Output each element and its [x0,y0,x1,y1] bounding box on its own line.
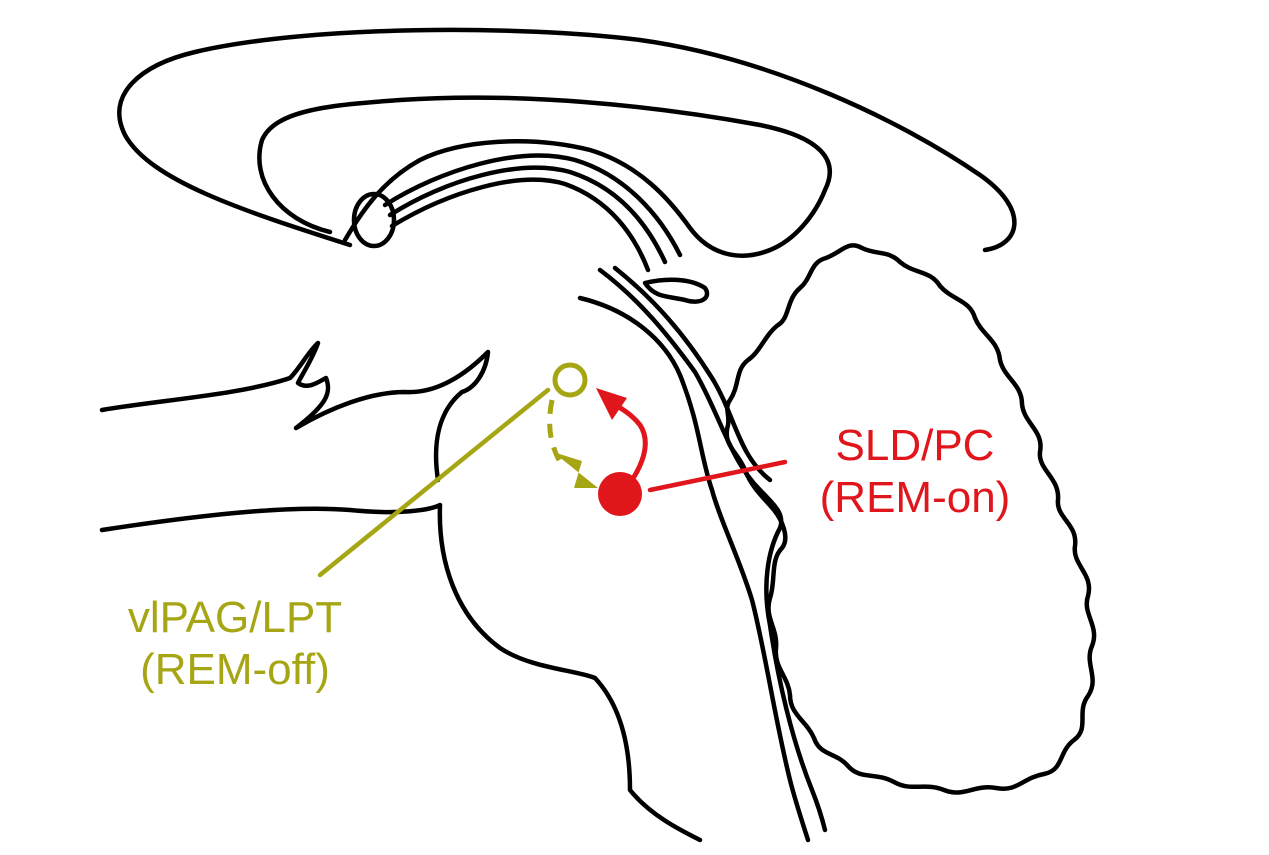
anterior-commissure [351,191,397,249]
fourth-ventricle-line-1 [597,267,828,833]
rem-off-pointer-line [317,387,551,578]
fourth-ventricle-line-2 [612,265,773,483]
rem-off-role: (REM-off) [140,645,330,694]
brain-outline [99,27,1097,843]
cerebellum-outline [724,243,1097,795]
fornix-line-3 [389,177,651,273]
tectal-structure [642,277,710,304]
rem-on-region-name: SLD/PC [835,421,995,470]
brainstem-back-contour [577,295,811,843]
rem-on-pointer-line [647,459,788,493]
brainstem-front-contour [99,502,703,843]
fornix-line-1 [382,153,683,258]
rem-off-to-rem-on-dashed-arrow [547,399,563,464]
cortex-outline [117,27,1017,253]
forebrain-lower-contour [99,340,491,483]
corpus-callosum [257,95,832,258]
rem-on-role: (REM-on) [819,473,1011,522]
dashed-arrowhead [553,452,598,488]
rem-on-label: SLD/PC (REM-on) [790,420,1040,524]
fornix-line-2 [387,165,668,265]
rem-off-label: vlPAG/LPT (REM-off) [90,592,380,696]
rem-off-region-name: vlPAG/LPT [127,593,343,642]
solid-arrowhead [596,388,627,420]
rem-off-open-circle-marker [552,362,588,398]
rem-on-filled-circle-marker [598,472,642,516]
